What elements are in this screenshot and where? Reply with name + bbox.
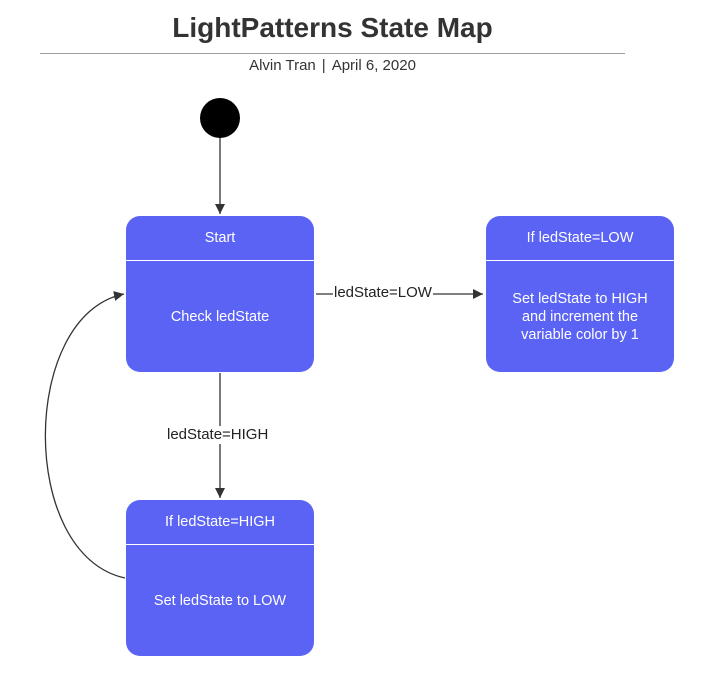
state-led-low-body: Set ledState to HIGH and increment the v… bbox=[512, 291, 648, 343]
title-divider bbox=[40, 53, 625, 54]
state-led-high-body: Set ledState to LOW bbox=[153, 593, 287, 609]
edge-high-to-start bbox=[44, 291, 126, 579]
state-start-header: Start bbox=[126, 216, 314, 261]
diagram-date: April 6, 2020 bbox=[331, 57, 416, 74]
state-led-low-header: If ledState=LOW bbox=[486, 216, 674, 261]
author-name: Alvin Tran bbox=[249, 57, 316, 74]
state-led-high: If ledState=HIGH Set ledState to LOW bbox=[126, 500, 314, 656]
state-led-low: If ledState=LOW Set ledState to HIGH and… bbox=[486, 216, 674, 372]
transition-label-low: ledState=LOW bbox=[333, 284, 433, 302]
initial-state-node bbox=[200, 98, 240, 138]
state-led-high-header: If ledState=HIGH bbox=[126, 500, 314, 545]
byline-separator: | bbox=[321, 57, 326, 74]
state-start-body: Check ledState bbox=[170, 309, 270, 325]
state-start: Start Check ledState bbox=[126, 216, 314, 372]
byline: Alvin Tran | April 6, 2020 bbox=[40, 57, 625, 75]
transition-label-high: ledState=HIGH bbox=[166, 426, 270, 444]
page-title: LightPatterns State Map bbox=[172, 12, 493, 43]
